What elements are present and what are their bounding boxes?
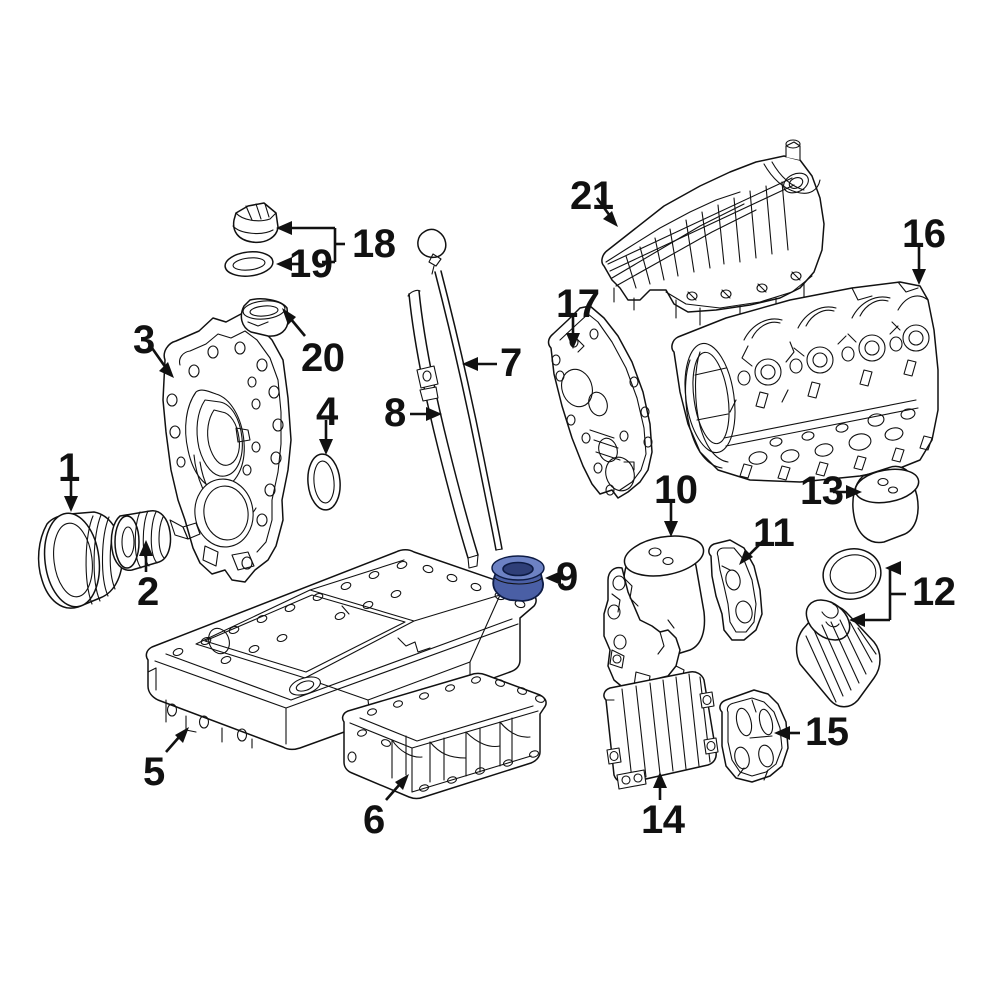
part-oil-filter-element	[795, 599, 881, 708]
callout-8[interactable]: 8	[384, 391, 406, 435]
callout-19[interactable]: 19	[289, 242, 333, 286]
callout-16[interactable]: 16	[902, 212, 946, 256]
part-oil-filler-neck	[240, 298, 289, 337]
part-oil-filter-o-ring	[822, 548, 882, 600]
callout-18[interactable]: 18	[352, 222, 396, 266]
part-cylinder-head	[671, 281, 939, 483]
part-oil-filter-cap	[852, 465, 920, 544]
part-timing-cover	[162, 313, 292, 583]
callout-2[interactable]: 2	[137, 570, 159, 614]
part-oil-cooler-gasket	[719, 689, 789, 783]
callout-9[interactable]: 9	[556, 555, 578, 599]
part-intake-manifold	[601, 139, 825, 326]
part-oil-filter-housing	[603, 535, 706, 707]
part-crankshaft-hub	[110, 510, 172, 571]
callout-21[interactable]: 21	[570, 174, 614, 218]
part-lower-oil-pan	[341, 672, 547, 800]
part-dipstick-guide-tube	[407, 289, 479, 569]
part-dipstick	[417, 228, 503, 551]
callout-17[interactable]: 17	[556, 282, 600, 326]
part-engine-oil-cooler	[603, 671, 719, 790]
part-crankshaft-pulley	[37, 511, 124, 609]
part-oil-filler-cap-seal	[224, 251, 274, 277]
callout-14[interactable]: 14	[641, 798, 685, 842]
callout-10[interactable]: 10	[654, 468, 698, 512]
part-oil-filler-cap	[232, 202, 279, 244]
callout-7[interactable]: 7	[500, 341, 522, 385]
part-rear-timing-cover-plate	[547, 305, 653, 499]
part-dipstick-tube-seal-highlighted	[491, 555, 545, 602]
part-front-crank-seal	[307, 453, 341, 511]
callout-5[interactable]: 5	[143, 750, 165, 794]
callout-6[interactable]: 6	[363, 798, 385, 842]
callout-13[interactable]: 13	[800, 469, 844, 513]
callout-leaders	[64, 197, 926, 801]
callout-3[interactable]: 3	[133, 318, 155, 362]
callout-20[interactable]: 20	[301, 336, 345, 380]
callout-4[interactable]: 4	[316, 390, 338, 434]
part-oil-filter-housing-gasket	[708, 539, 763, 641]
callout-12[interactable]: 12	[912, 570, 956, 614]
callout-1[interactable]: 1	[58, 446, 80, 490]
callout-15[interactable]: 15	[805, 710, 849, 754]
callout-11[interactable]: 11	[753, 511, 795, 555]
